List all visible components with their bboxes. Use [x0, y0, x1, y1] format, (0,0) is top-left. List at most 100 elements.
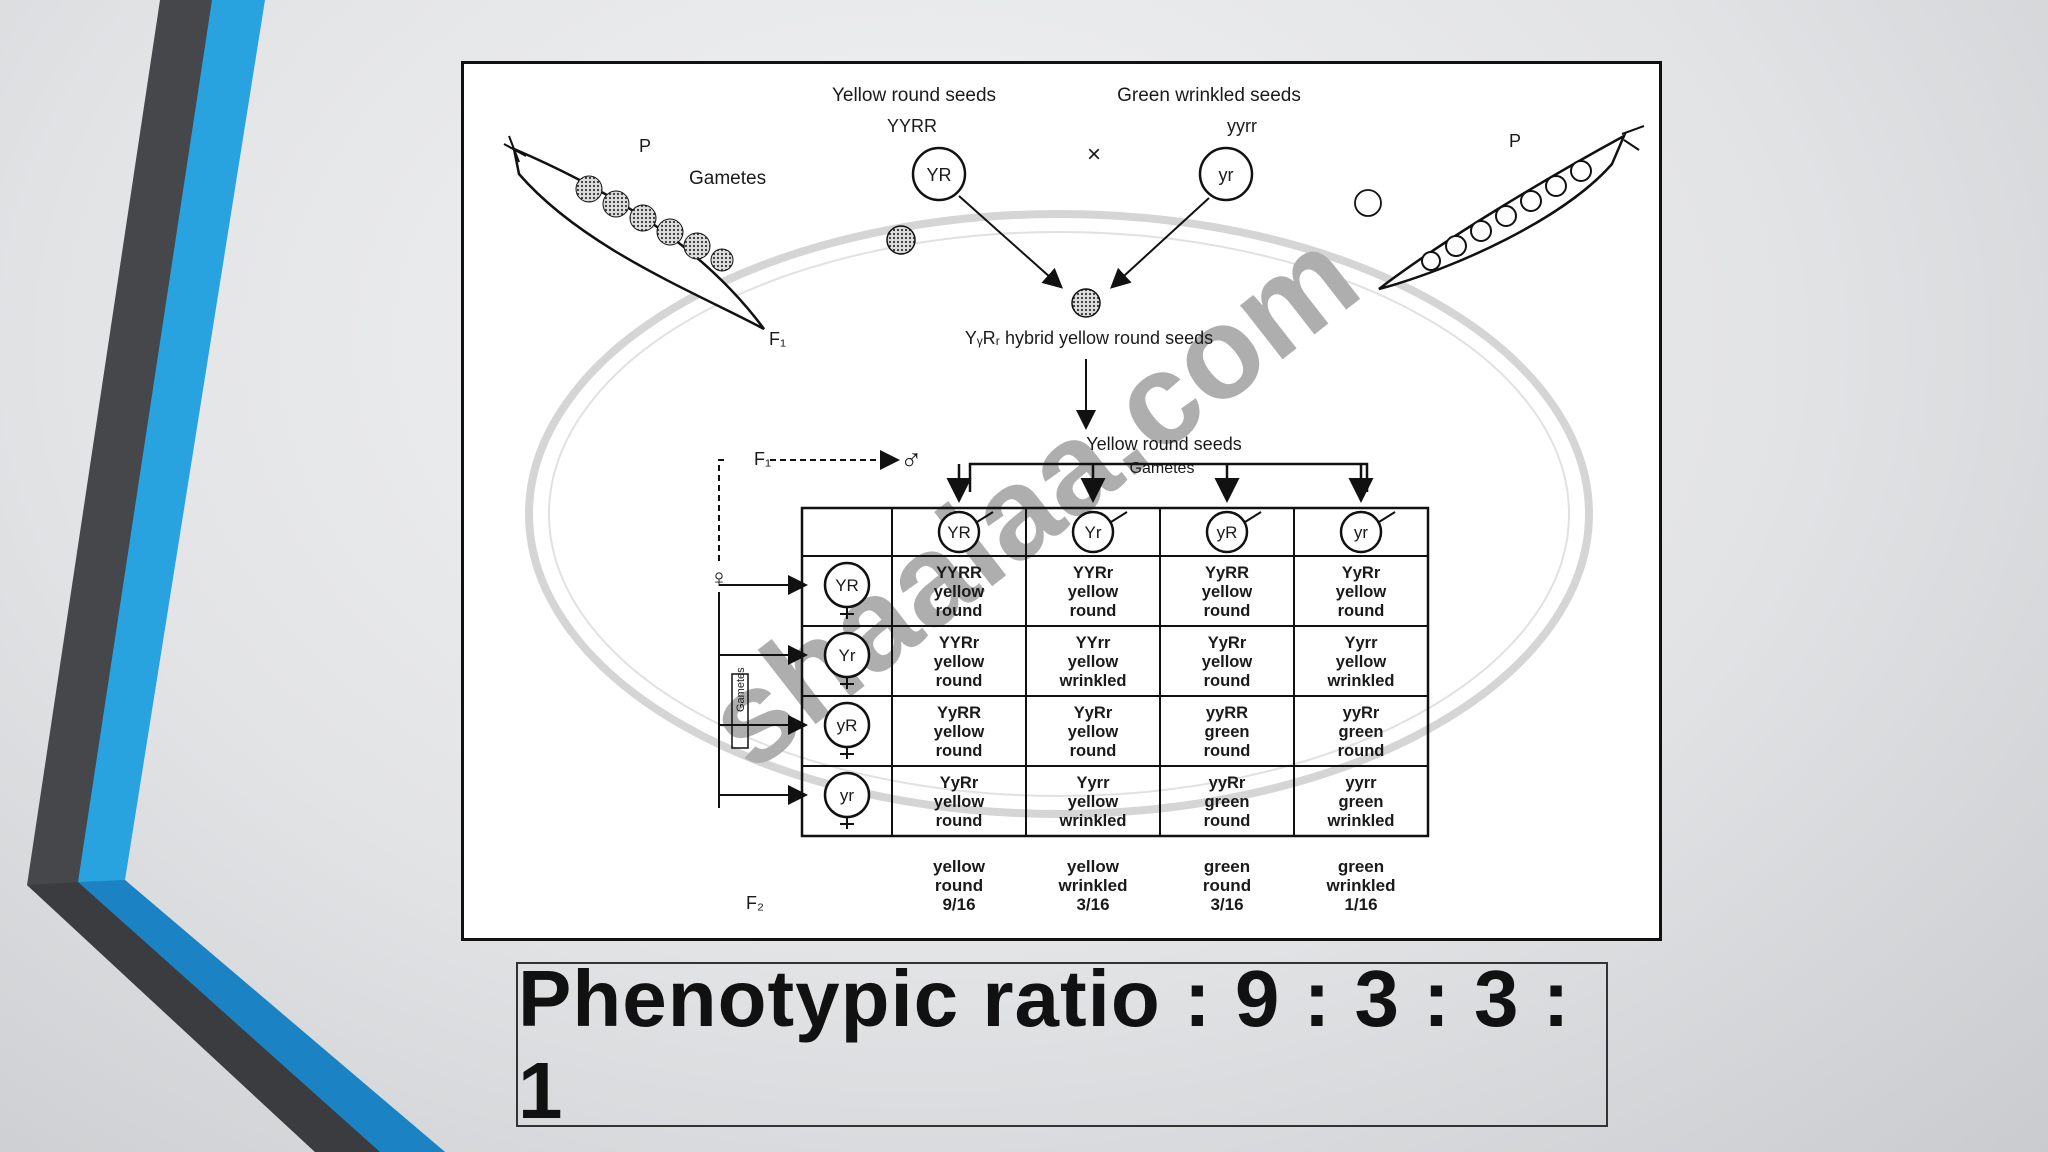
- cell-phenotype: wrinkled: [1327, 812, 1395, 830]
- female-symbol: ♀: [709, 563, 729, 593]
- cell-phenotype: round: [936, 812, 983, 830]
- f2-fraction: 1/16: [1344, 895, 1377, 914]
- green-seed-icon: [1354, 189, 1382, 217]
- cell-genotype: YYRr: [1073, 564, 1114, 582]
- parent-left-title: Yellow round seeds: [832, 85, 996, 106]
- cell-phenotype: round: [1070, 742, 1117, 760]
- f1-selfing-label: F₁: [754, 449, 771, 469]
- cell-phenotype: round: [1204, 672, 1251, 690]
- f2-phenotype-word: wrinkled: [1058, 876, 1128, 895]
- cell-phenotype: yellow: [1068, 653, 1119, 671]
- parent-right-title: Green wrinkled seeds: [1117, 85, 1301, 106]
- f1-label: F₁: [769, 329, 786, 349]
- svg-text:yr: yr: [1219, 165, 1234, 185]
- cell-phenotype: green: [1205, 723, 1250, 741]
- p-label-left: P: [639, 136, 651, 156]
- gamete-right: yr: [1198, 146, 1254, 202]
- cell-phenotype: yellow: [1068, 723, 1119, 741]
- cell-genotype: YYrr: [1076, 634, 1111, 652]
- female-gamete-label: yR: [837, 716, 858, 735]
- pea-pod-left-icon: [503, 135, 766, 331]
- f2-phenotype-word: green: [1204, 857, 1250, 876]
- f2-label: F₂: [746, 893, 764, 913]
- side-gametes-label: Gametes: [735, 667, 747, 712]
- cell-phenotype: yellow: [1336, 653, 1387, 671]
- gamete-left: YR: [911, 146, 967, 202]
- cell-phenotype: round: [1204, 812, 1251, 830]
- cross-symbol: ×: [1087, 141, 1101, 168]
- cell-phenotype: round: [936, 602, 983, 620]
- f2-summary: yellowround9/16yellowwrinkled3/16greenro…: [933, 857, 1395, 914]
- cell-phenotype: round: [1204, 602, 1251, 620]
- cell-phenotype: wrinkled: [1327, 672, 1395, 690]
- cell-phenotype: round: [936, 742, 983, 760]
- cell-genotype: YYRR: [936, 564, 982, 582]
- cell-phenotype: wrinkled: [1059, 812, 1127, 830]
- watermark-text: shaalaa.com: [679, 201, 1384, 797]
- yellow-seed-icon: [886, 225, 916, 255]
- cell-phenotype: green: [1339, 723, 1384, 741]
- arrow-left-gamete: [958, 195, 1063, 289]
- svg-text:YR: YR: [926, 165, 951, 185]
- f2-phenotype-word: round: [935, 876, 983, 895]
- dihybrid-cross-figure: shaalaa.com Yellow round seeds YYRR Gree…: [461, 61, 1662, 941]
- phenotypic-ratio-text: Phenotypic ratio : 9 : 3 : 3 : 1: [518, 953, 1571, 1135]
- cell-genotype: Yyrr: [1076, 774, 1110, 792]
- female-gamete-yR: yR: [823, 701, 871, 759]
- f2-phenotype-word: wrinkled: [1326, 876, 1396, 895]
- cell-phenotype: yellow: [934, 793, 985, 811]
- gametes-label: Gametes: [689, 168, 766, 189]
- parent-left-genotype: YYRR: [887, 116, 937, 136]
- side-gametes-box: [731, 673, 749, 749]
- f2-phenotype-word: yellow: [933, 857, 986, 876]
- male-gamete-YR: YR: [937, 510, 994, 554]
- cell-phenotype: round: [1204, 742, 1251, 760]
- cell-genotype: YyRr: [1342, 564, 1381, 582]
- cell-phenotype: yellow: [934, 583, 985, 601]
- dashed-line-female: [718, 459, 724, 564]
- female-gamete-arrows: [719, 575, 808, 805]
- cell-phenotype: green: [1205, 793, 1250, 811]
- f2-fraction: 9/16: [942, 895, 975, 914]
- cell-genotype: yyRr: [1209, 774, 1246, 792]
- cell-phenotype: green: [1339, 793, 1384, 811]
- p-label-right: P: [1509, 131, 1521, 151]
- phenotypic-ratio-box: Phenotypic ratio : 9 : 3 : 3 : 1: [516, 954, 1608, 1135]
- f2-fraction: 3/16: [1076, 895, 1109, 914]
- cell-phenotype: round: [1070, 602, 1117, 620]
- cell-genotype: YyRr: [1208, 634, 1247, 652]
- arrow-right-gamete: [1110, 197, 1210, 289]
- cell-genotype: yyrr: [1345, 774, 1377, 792]
- cell-phenotype: yellow: [1336, 583, 1387, 601]
- pea-pod-right-icon: [1378, 125, 1645, 291]
- male-gamete-arrows: [946, 464, 1374, 503]
- selfing-title: Yellow round seeds: [1086, 434, 1241, 454]
- selfing-gametes-label: Gametes: [1130, 460, 1195, 477]
- cell-genotype: YyRR: [1205, 564, 1249, 582]
- female-gamete-yr: yr: [823, 771, 871, 829]
- male-gamete-yR: yR: [1205, 510, 1262, 554]
- male-gamete-Yr: Yr: [1071, 510, 1128, 554]
- cell-genotype: YyRr: [1074, 704, 1113, 722]
- f2-phenotype-word: green: [1338, 857, 1384, 876]
- dihybrid-cross-diagram: shaalaa.com Yellow round seeds YYRR Gree…: [503, 85, 1645, 914]
- male-gamete-label: yr: [1354, 523, 1369, 542]
- f2-phenotype-word: yellow: [1067, 857, 1120, 876]
- cell-phenotype: wrinkled: [1059, 672, 1127, 690]
- male-gamete-label: Yr: [1085, 523, 1102, 542]
- f2-fraction: 3/16: [1210, 895, 1243, 914]
- cell-phenotype: yellow: [1068, 793, 1119, 811]
- cell-phenotype: round: [1338, 742, 1385, 760]
